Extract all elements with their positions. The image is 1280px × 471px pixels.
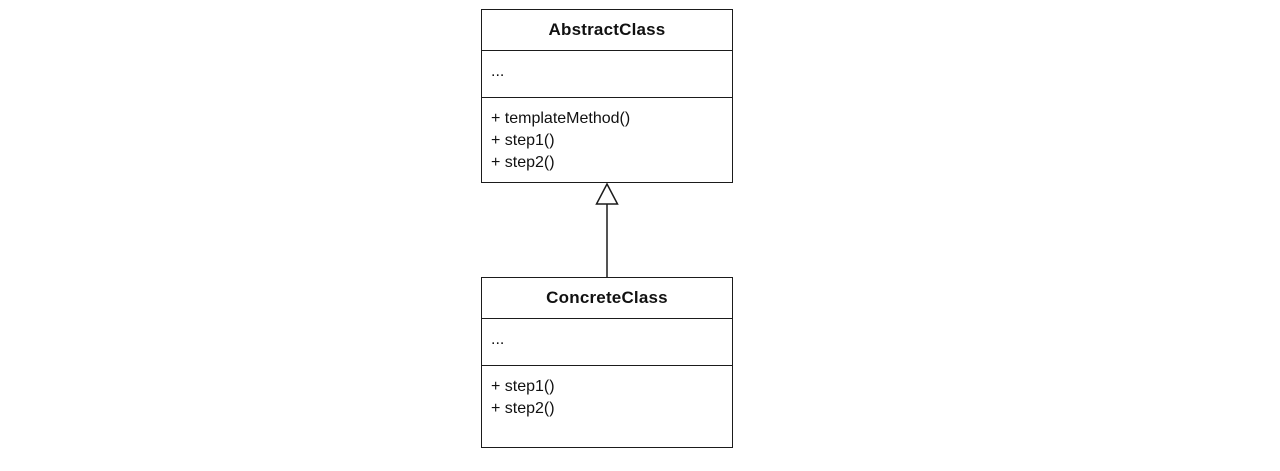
class-title-concreteclass: ConcreteClass [482,278,732,319]
class-attributes-abstractclass: ... [482,51,732,98]
class-box-concreteclass: ConcreteClass ... + step1() + step2() [481,277,733,448]
method-step1: + step1() [491,132,555,149]
method-step1: + step1() [491,378,555,395]
class-methods-abstractclass: + templateMethod() + step1() + step2() [482,98,732,184]
method-step2: + step2() [491,154,555,171]
class-attributes-concreteclass: ... [482,319,732,366]
class-box-abstractclass: AbstractClass ... + templateMethod() + s… [481,9,733,183]
method-template-method: + templateMethod() [491,110,631,127]
class-title-abstractclass: AbstractClass [482,10,732,51]
attribute-ellipsis: ... [491,63,505,80]
attribute-ellipsis: ... [491,331,505,348]
method-step2: + step2() [491,400,555,417]
hollow-triangle-icon [595,183,619,205]
class-methods-concreteclass: + step1() + step2() [482,366,732,449]
inheritance-arrow [595,183,619,278]
